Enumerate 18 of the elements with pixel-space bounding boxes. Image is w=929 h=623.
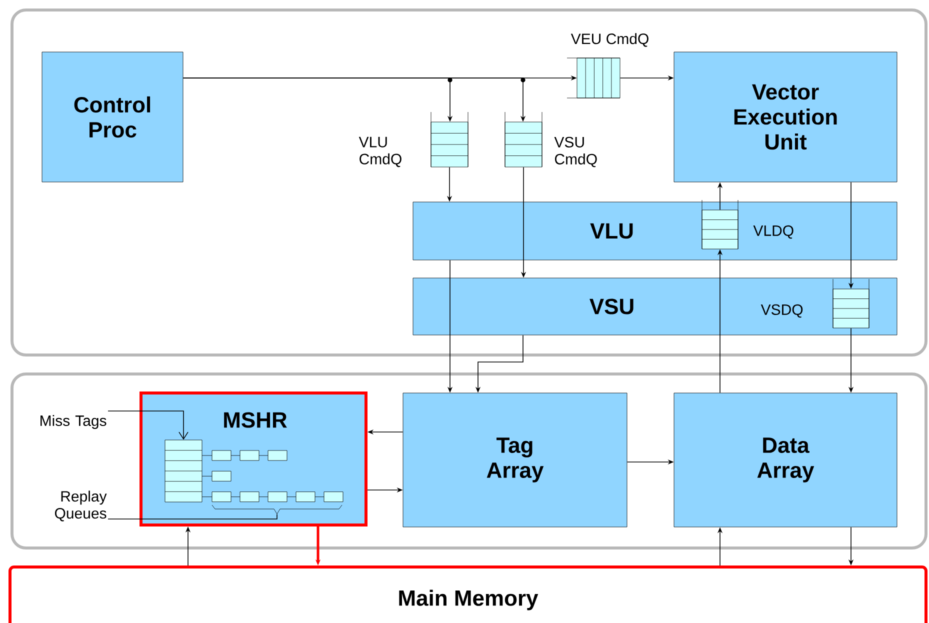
queue-label: VEU CmdQ xyxy=(570,33,648,47)
process-box: Control Proc xyxy=(42,52,184,182)
process-box: Vector Execution Unit xyxy=(674,52,898,182)
process-box: Tag Array xyxy=(402,392,628,528)
brace xyxy=(212,504,342,514)
queue-label: VLDQ xyxy=(753,225,794,239)
queue-label: VLU CmdQ xyxy=(358,136,402,168)
leader-line xyxy=(108,410,188,440)
callout-text: Replay Queues xyxy=(54,490,107,522)
leader-line xyxy=(108,514,278,520)
memory-box: Main Memory xyxy=(8,566,928,623)
queue-label: VSDQ xyxy=(760,304,803,318)
queue-label: VSU CmdQ xyxy=(554,136,597,168)
group-frame xyxy=(10,372,928,550)
group-frame xyxy=(10,8,928,356)
callout-text: Miss Tags xyxy=(40,415,106,429)
tag-stack xyxy=(164,440,202,502)
process-box: Data Array xyxy=(674,392,898,528)
